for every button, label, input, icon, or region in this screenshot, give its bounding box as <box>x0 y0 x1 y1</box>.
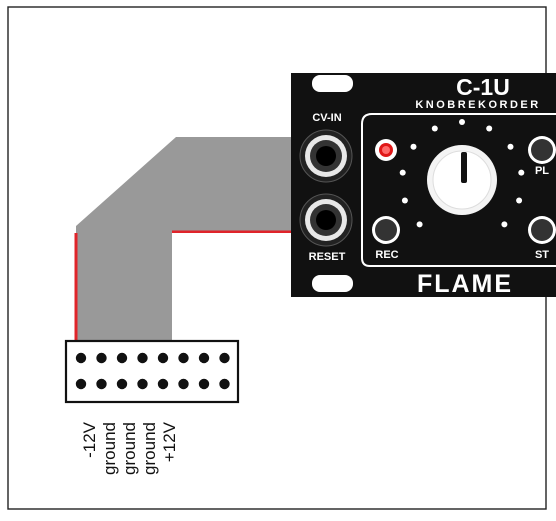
play-button[interactable] <box>528 136 556 164</box>
header-pin <box>219 352 230 364</box>
pin-label-minus-12v: -12V <box>80 422 99 458</box>
module-subtitle: KNOBREKORDER <box>415 99 540 111</box>
knob-scale <box>399 119 525 228</box>
record-led <box>375 139 397 161</box>
rec-button-label: REC <box>375 249 398 261</box>
knob-scale-dot <box>431 125 438 132</box>
header-pin <box>116 352 128 364</box>
jack-label-cv-in: CV-IN <box>312 112 341 124</box>
section-outline <box>361 113 556 267</box>
header-pin <box>198 352 210 364</box>
module-title: C-1U <box>456 74 510 100</box>
header-pin <box>157 352 169 364</box>
header-pin <box>157 378 169 390</box>
reset-jack[interactable] <box>299 193 353 247</box>
knob-scale-dot <box>399 169 406 176</box>
ribbon-cable <box>74 137 296 345</box>
header-pin <box>178 378 189 390</box>
main-knob[interactable] <box>427 145 497 215</box>
header-pin <box>96 352 107 364</box>
knob-scale-dot <box>401 197 408 204</box>
header-pin <box>116 378 128 390</box>
cv-in-jack[interactable] <box>299 129 353 183</box>
pin-labels: -12V ground ground ground +12V <box>80 422 210 492</box>
header-pins <box>75 352 230 390</box>
knob-scale-dot <box>486 125 493 132</box>
mount-hole-top <box>312 75 353 92</box>
module-panel: C-1U KNOBREKORDER CV-IN RESET <box>291 73 556 298</box>
knob-scale-dot <box>410 143 417 150</box>
pin-label-ground-2: ground <box>120 422 139 475</box>
stop-button-label: ST <box>535 249 549 261</box>
rec-button[interactable] <box>372 216 400 244</box>
header-pin <box>75 352 87 364</box>
play-button-label: PL <box>535 165 549 177</box>
jack-label-reset: RESET <box>309 251 346 263</box>
header-pin <box>137 378 148 390</box>
stop-button[interactable] <box>528 216 556 244</box>
header-pin <box>75 378 87 390</box>
knob-scale-dot <box>459 119 465 125</box>
knob-scale-dot <box>501 221 508 228</box>
header-pin <box>219 378 230 390</box>
pin-header <box>64 339 240 404</box>
header-pin <box>178 352 189 364</box>
header-pin <box>137 352 148 364</box>
knob-scale-dot <box>507 143 514 150</box>
knob-scale-dot <box>516 197 523 204</box>
pin-label-ground-3: ground <box>140 422 159 475</box>
brand-logo: FLAME <box>417 270 513 298</box>
header-pin <box>96 378 107 390</box>
knob-scale-dot <box>416 221 423 228</box>
header-pin <box>198 378 210 390</box>
pin-label-plus-12v: +12V <box>160 422 179 463</box>
mount-hole-bottom <box>312 275 353 292</box>
knob-scale-dot <box>518 169 525 176</box>
pin-label-ground-1: ground <box>100 422 119 475</box>
